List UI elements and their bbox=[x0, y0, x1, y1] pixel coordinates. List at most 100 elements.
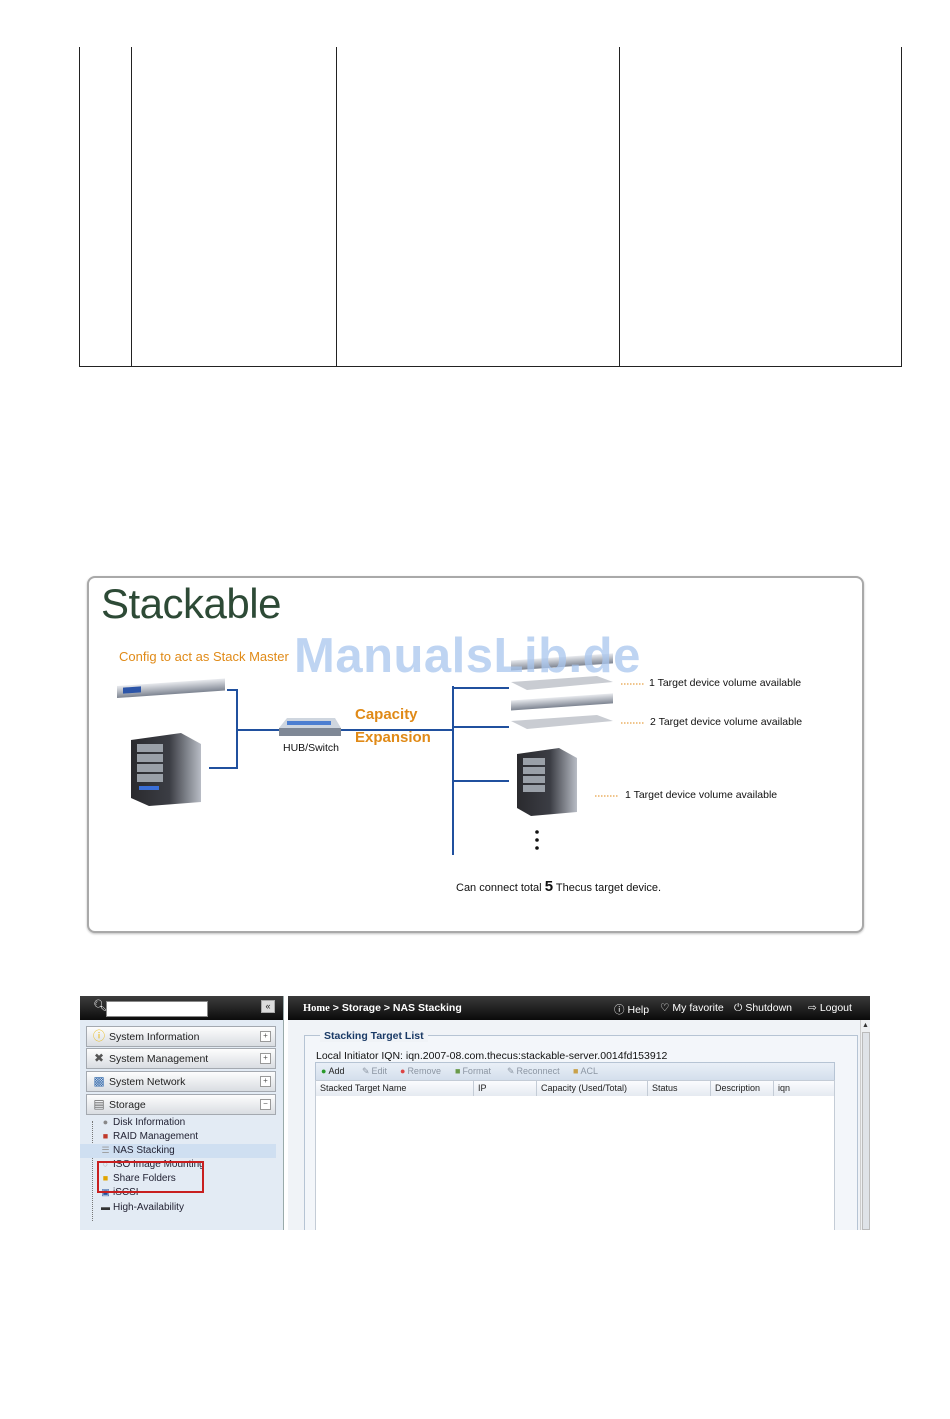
menu-system-network[interactable]: ▩ System Network + bbox=[86, 1071, 276, 1092]
menu-label: System Network bbox=[109, 1076, 186, 1088]
table-column-divider bbox=[131, 47, 132, 367]
highlight-box bbox=[97, 1161, 204, 1193]
remove-button[interactable]: ●Remove bbox=[400, 1066, 441, 1076]
total-connect-label: Can connect total 5 Thecus target device… bbox=[456, 878, 661, 895]
acl-label: ACL bbox=[580, 1066, 598, 1076]
expand-icon[interactable]: + bbox=[260, 1031, 271, 1042]
table-border-right bbox=[901, 47, 902, 367]
table-fragment bbox=[79, 47, 902, 367]
expand-icon[interactable]: + bbox=[260, 1053, 271, 1064]
diagram-graphics bbox=[117, 653, 645, 855]
favorite-label: My favorite bbox=[672, 1002, 724, 1014]
column-divider bbox=[773, 1081, 774, 1096]
breadcrumb-separator: > bbox=[383, 1002, 390, 1014]
format-icon: ■ bbox=[455, 1066, 461, 1076]
sidebar-item-disk-information[interactable]: ● Disk Information bbox=[80, 1116, 276, 1130]
stackable-diagram: Stackable ManualsLib.de Config to act as… bbox=[87, 576, 864, 933]
collapse-sidebar-button[interactable]: « bbox=[261, 1000, 275, 1013]
target-tower-server-icon bbox=[517, 748, 577, 816]
search-input[interactable] bbox=[106, 1001, 208, 1017]
nas-admin-screenshot: 🔍︎ « ⓘ System Information + ✖ System Man… bbox=[80, 996, 870, 1230]
menu-storage[interactable]: ▤ Storage − bbox=[86, 1094, 276, 1115]
sidebar-item-nas-stacking[interactable]: ☰ NAS Stacking bbox=[80, 1144, 276, 1158]
column-ip[interactable]: IP bbox=[478, 1083, 487, 1093]
sidebar-item-label: RAID Management bbox=[113, 1131, 199, 1142]
menu-label: System Information bbox=[109, 1031, 200, 1043]
column-status[interactable]: Status bbox=[652, 1083, 678, 1093]
expansion-label: Expansion bbox=[355, 729, 431, 746]
sidebar-item-label: NAS Stacking bbox=[113, 1145, 175, 1156]
collapse-icon[interactable]: − bbox=[260, 1099, 271, 1110]
sidebar-header: 🔍︎ « bbox=[80, 996, 283, 1020]
logout-button[interactable]: ⇨Logout bbox=[808, 1002, 852, 1014]
table-border-bottom bbox=[79, 366, 902, 367]
menu-system-information[interactable]: ⓘ System Information + bbox=[86, 1026, 276, 1047]
column-divider bbox=[710, 1081, 711, 1096]
add-button[interactable]: ●Add bbox=[321, 1066, 344, 1076]
logout-label: Logout bbox=[819, 1002, 852, 1014]
sidebar: 🔍︎ « ⓘ System Information + ✖ System Man… bbox=[80, 996, 284, 1230]
logout-icon: ⇨ bbox=[808, 1002, 817, 1014]
ha-icon: ▬ bbox=[101, 1202, 110, 1212]
total-number: 5 bbox=[544, 878, 554, 895]
add-icon: ● bbox=[321, 1066, 327, 1076]
target-3-label: 1 Target device volume available bbox=[625, 789, 778, 801]
sidebar-item-label: High-Availability bbox=[113, 1202, 184, 1213]
sidebar-item-share-folders[interactable]: ■ Share Folders bbox=[80, 1172, 276, 1186]
more-dot bbox=[535, 838, 539, 842]
tools-icon: ✖ bbox=[93, 1051, 105, 1065]
reconnect-button[interactable]: ✎Reconnect bbox=[507, 1066, 560, 1077]
menu-label: System Management bbox=[109, 1053, 209, 1065]
breadcrumb-storage[interactable]: Storage bbox=[341, 1002, 381, 1014]
reconnect-label: Reconnect bbox=[516, 1066, 560, 1076]
column-divider bbox=[647, 1081, 648, 1096]
sidebar-item-high-availability[interactable]: ▬ High-Availability bbox=[80, 1201, 276, 1215]
breadcrumb-nas-stacking: NAS Stacking bbox=[392, 1002, 462, 1014]
storage-icon: ▤ bbox=[93, 1097, 105, 1111]
breadcrumb-home[interactable]: Home bbox=[303, 1003, 330, 1014]
iso-icon: ○ bbox=[102, 1159, 109, 1169]
column-description[interactable]: Description bbox=[715, 1083, 761, 1093]
my-favorite-button[interactable]: ♡My favorite bbox=[660, 1002, 724, 1014]
stack-master-label: Config to act as Stack Master bbox=[119, 649, 289, 664]
sidebar-item-label: Disk Information bbox=[113, 1117, 186, 1128]
total-suffix: Thecus target device. bbox=[555, 882, 662, 894]
format-button[interactable]: ■Format bbox=[455, 1066, 491, 1076]
sidebar-item-label: ISO Image Mounting bbox=[113, 1159, 205, 1170]
search-icon[interactable]: 🔍︎ bbox=[93, 1000, 107, 1012]
sidebar-item-label: Share Folders bbox=[113, 1173, 176, 1184]
column-iqn[interactable]: iqn bbox=[778, 1083, 791, 1093]
sidebar-item-iso-image-mounting[interactable]: ○ ISO Image Mounting bbox=[80, 1158, 276, 1172]
folder-icon: ■ bbox=[102, 1173, 109, 1183]
watermark: ManualsLib.de bbox=[294, 629, 641, 683]
stack-icon: ☰ bbox=[101, 1145, 110, 1155]
acl-button[interactable]: ■ACL bbox=[573, 1066, 598, 1076]
target-1-label: 1 Target device volume available bbox=[649, 677, 802, 689]
format-label: Format bbox=[462, 1066, 491, 1076]
scroll-thumb[interactable] bbox=[862, 1032, 870, 1230]
stacking-target-panel: Stacking Target List Local Initiator IQN… bbox=[304, 1030, 858, 1230]
column-stacked-target-name[interactable]: Stacked Target Name bbox=[320, 1083, 407, 1093]
edit-button[interactable]: ✎Edit bbox=[362, 1066, 387, 1077]
total-prefix: Can connect total bbox=[456, 882, 542, 894]
scroll-up-icon[interactable]: ▲ bbox=[862, 1022, 869, 1029]
network-icon: ▩ bbox=[93, 1074, 105, 1088]
table-column-divider bbox=[619, 47, 620, 367]
column-divider bbox=[536, 1081, 537, 1096]
power-icon: ⏻ bbox=[734, 1002, 743, 1014]
column-capacity[interactable]: Capacity (Used/Total) bbox=[541, 1083, 628, 1093]
master-rack-server-icon bbox=[117, 678, 225, 699]
grid-header: Stacked Target Name IP Capacity (Used/To… bbox=[315, 1080, 835, 1097]
expand-icon[interactable]: + bbox=[260, 1076, 271, 1087]
more-dot bbox=[535, 830, 539, 834]
table-column-divider bbox=[336, 47, 337, 367]
vertical-scrollbar[interactable]: ▲ bbox=[860, 1020, 870, 1230]
menu-system-management[interactable]: ✖ System Management + bbox=[86, 1048, 276, 1069]
hub-label: HUB/Switch bbox=[283, 742, 340, 754]
breadcrumb: Home > Storage > NAS Stacking bbox=[303, 1002, 462, 1014]
shutdown-button[interactable]: ⏻Shutdown bbox=[734, 1002, 792, 1015]
sidebar-item-raid-management[interactable]: ■ RAID Management bbox=[80, 1130, 276, 1144]
more-dot bbox=[535, 846, 539, 850]
